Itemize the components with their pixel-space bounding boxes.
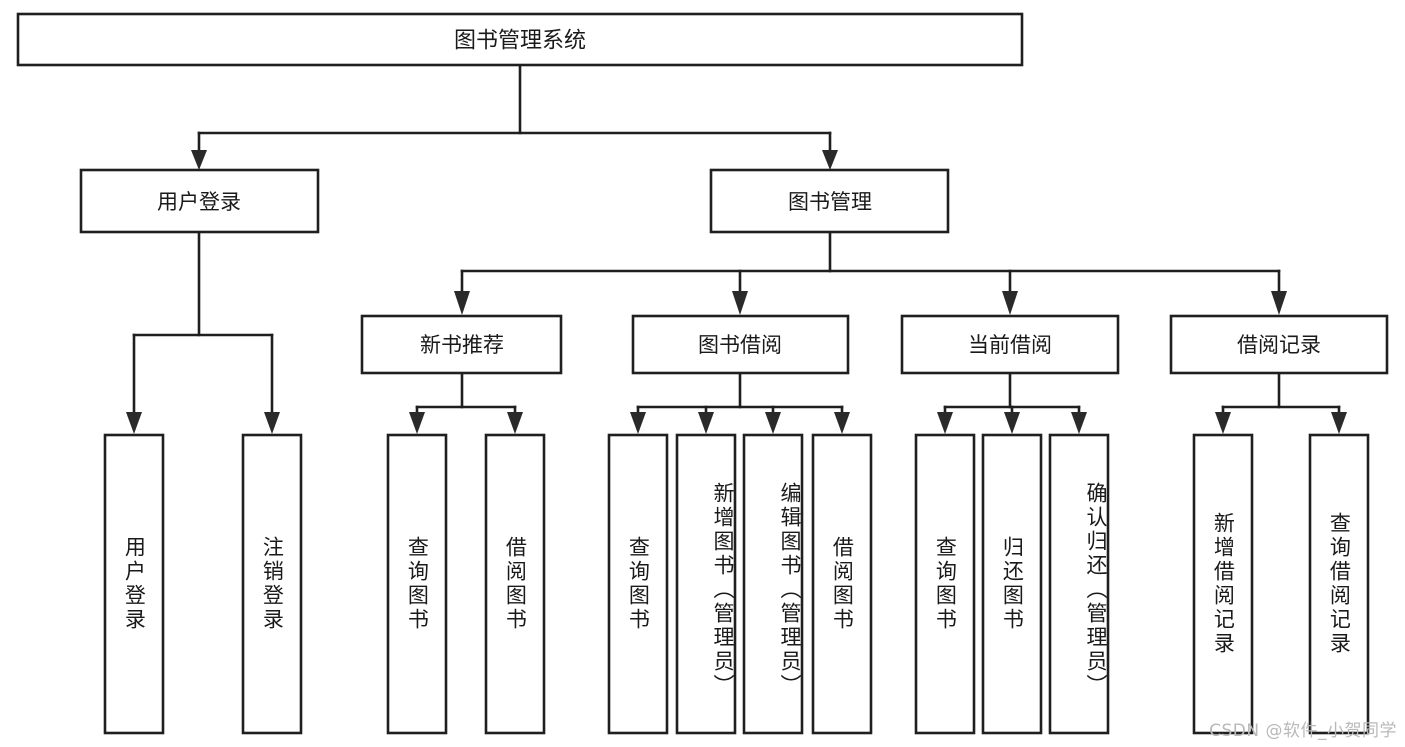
leaf-box-borrow-book[interactable] bbox=[811, 433, 873, 735]
arrow-head-leaf-u1 bbox=[126, 412, 142, 434]
arrow-head-book-borrow bbox=[732, 291, 748, 315]
leaf-box-logout[interactable] bbox=[241, 433, 303, 735]
arrow-head-leaf-b2 bbox=[698, 412, 714, 434]
node-book-manage-label: 图书管理 bbox=[788, 190, 872, 214]
arrow-head-leaf-c1 bbox=[937, 412, 953, 434]
arrow-head-leaf-u2 bbox=[264, 412, 280, 434]
arrow-head-new-books bbox=[454, 291, 470, 315]
leaf-box-add-borrow-record[interactable] bbox=[1192, 433, 1254, 735]
arrow-head-leaf-r1 bbox=[1215, 412, 1231, 434]
leaf-box-query-borrow-record[interactable] bbox=[1308, 433, 1370, 735]
node-borrow-records[interactable]: 借阅记录 bbox=[1169, 314, 1389, 375]
node-current-borrow-box[interactable] bbox=[900, 314, 1120, 375]
leaf-box-user-login[interactable] bbox=[103, 433, 165, 735]
leaf-box-query-books-borrow[interactable] bbox=[607, 433, 669, 735]
arrow-head-leaf-c2 bbox=[1004, 412, 1020, 434]
node-root-label: 图书管理系统 bbox=[454, 29, 586, 54]
arrow-head-leaf-c3 bbox=[1071, 412, 1087, 434]
node-book-manage-box[interactable] bbox=[709, 168, 950, 234]
node-current-borrow-label: 当前借阅 bbox=[968, 333, 1052, 357]
node-root[interactable]: 图书管理系统 bbox=[16, 12, 1024, 67]
leaf-box-query-books-current[interactable] bbox=[914, 433, 976, 735]
watermark-text: CSDN @软件_小贺同学 bbox=[1209, 721, 1397, 741]
node-new-books[interactable]: 新书推荐 bbox=[360, 314, 563, 375]
node-borrow-records-box[interactable] bbox=[1169, 314, 1389, 375]
node-new-books-box[interactable] bbox=[360, 314, 563, 375]
arrow-head-leaf-b1 bbox=[630, 412, 646, 434]
node-new-books-label: 新书推荐 bbox=[420, 333, 504, 357]
arrow-head-leaf-n1 bbox=[409, 412, 425, 434]
leaf-box-add-book-admin[interactable] bbox=[675, 433, 737, 735]
arrow-head-current-borrow bbox=[1002, 291, 1018, 315]
node-book-borrow-label: 图书借阅 bbox=[698, 333, 782, 357]
arrow-head-leaf-r2 bbox=[1331, 412, 1347, 434]
arrow-head-leaf-b4 bbox=[834, 412, 850, 434]
node-layer: 图书管理系统 用户登录 图书管理 新书推荐 图书借阅 当前 bbox=[16, 12, 1389, 735]
leaf-box-confirm-return-admin[interactable] bbox=[1048, 433, 1110, 735]
node-book-borrow[interactable]: 图书借阅 bbox=[631, 314, 850, 375]
node-user-login-box[interactable] bbox=[79, 168, 320, 234]
leaf-box-query-books-new[interactable] bbox=[386, 433, 448, 735]
arrow-head-borrow-records bbox=[1271, 291, 1287, 315]
node-borrow-records-label: 借阅记录 bbox=[1237, 333, 1321, 357]
connector-layer bbox=[126, 63, 1347, 434]
node-user-login-label: 用户登录 bbox=[157, 190, 241, 214]
node-book-manage[interactable]: 图书管理 bbox=[709, 168, 950, 234]
node-user-login[interactable]: 用户登录 bbox=[79, 168, 320, 234]
node-current-borrow[interactable]: 当前借阅 bbox=[900, 314, 1120, 375]
leaf-box-borrow-books-new[interactable] bbox=[484, 433, 546, 735]
arrow-head-book-manage bbox=[822, 150, 838, 170]
arrow-head-leaf-b3 bbox=[765, 412, 781, 434]
leaf-box-edit-book-admin[interactable] bbox=[742, 433, 804, 735]
leaf-box-return-book[interactable] bbox=[981, 433, 1043, 735]
node-book-borrow-box[interactable] bbox=[631, 314, 850, 375]
node-root-box[interactable] bbox=[16, 12, 1024, 67]
arrow-head-user-login bbox=[191, 150, 207, 170]
arrow-head-leaf-n2 bbox=[507, 412, 523, 434]
